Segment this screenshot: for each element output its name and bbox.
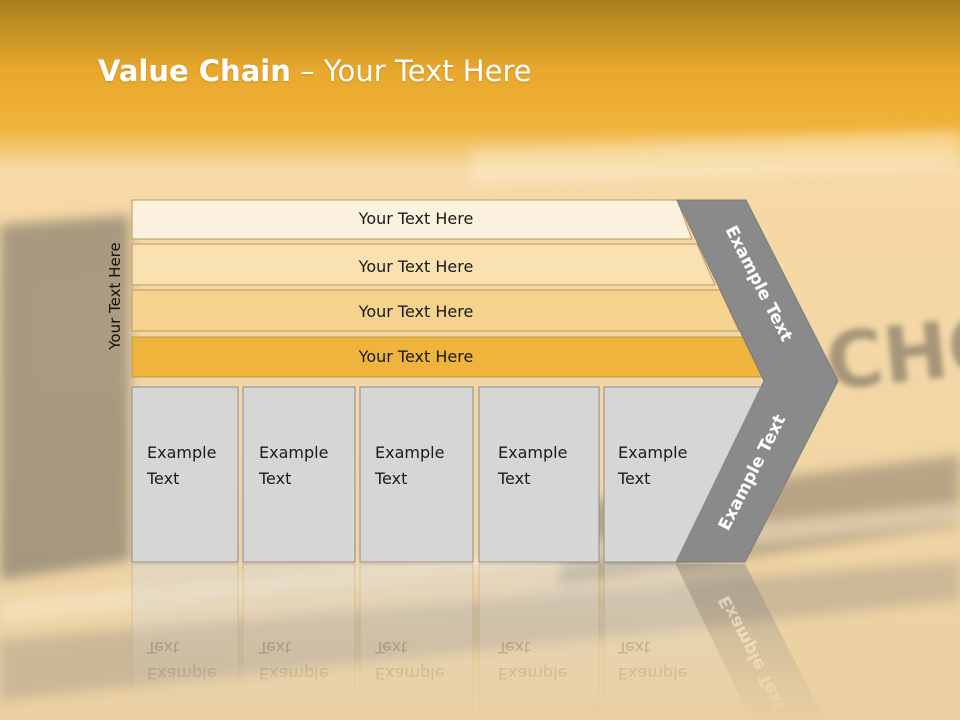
title-rest: – Your Text Here xyxy=(290,54,532,88)
box-4[interactable]: Example Text xyxy=(478,386,600,563)
box-4-line2: Text xyxy=(497,469,530,488)
box-3-shape xyxy=(359,386,474,563)
bar-1-label: Your Text Here xyxy=(358,209,474,228)
box-3-line2: Text xyxy=(374,469,407,488)
reflection-box-4-line1: Example xyxy=(498,664,567,683)
bar-3-shape xyxy=(131,289,740,332)
box-4-shape xyxy=(478,386,600,563)
bar-4[interactable]: Your Text Here xyxy=(131,336,765,378)
bar-4-label: Your Text Here xyxy=(358,347,474,366)
bar-2-label: Your Text Here xyxy=(358,257,474,276)
bar-3[interactable]: Your Text Here xyxy=(131,289,740,332)
box-4-line1: Example xyxy=(498,443,567,462)
chevron-shape xyxy=(675,199,839,563)
box-1-line1: Example xyxy=(147,443,216,462)
bar-2-shape xyxy=(131,243,716,286)
box-5-line1: Example xyxy=(618,443,687,462)
box-2-line2: Text xyxy=(258,469,291,488)
box-1[interactable]: Example Text xyxy=(131,386,239,563)
box-5-shape xyxy=(603,386,762,563)
box-1-line2: Text xyxy=(146,469,179,488)
reflection-box-4-line2: Text xyxy=(497,638,530,657)
box-3[interactable]: Example Text xyxy=(359,386,474,563)
page-title: Value Chain – Your Text Here xyxy=(98,54,532,88)
box-2-shape xyxy=(242,386,356,563)
box-3-line1: Example xyxy=(375,443,444,462)
bar-3-label: Your Text Here xyxy=(358,302,474,321)
reflection-box-2-line1: Example xyxy=(259,664,328,683)
reflection-box-3-line1: Example xyxy=(375,664,444,683)
reflection: Example Text Example Text Example Text E… xyxy=(131,563,826,720)
box-5-line2: Text xyxy=(617,469,650,488)
title-bold: Value Chain xyxy=(98,54,291,88)
reflection-box-5-line1: Example xyxy=(618,664,687,683)
reflection-box-2-line2: Text xyxy=(258,638,291,657)
box-1-shape xyxy=(131,386,239,563)
reflection-box-1-line2: Text xyxy=(146,638,179,657)
box-2[interactable]: Example Text xyxy=(242,386,356,563)
bar-1[interactable]: Your Text Here xyxy=(131,199,693,240)
bar-2[interactable]: Your Text Here xyxy=(131,243,716,286)
box-2-line1: Example xyxy=(259,443,328,462)
bar-1-shape xyxy=(131,199,693,240)
reflection-box-1-line1: Example xyxy=(147,664,216,683)
box-5[interactable]: Example Text xyxy=(603,386,762,563)
reflection-box-3-line2: Text xyxy=(374,638,407,657)
reflection-box-5-line2: Text xyxy=(617,638,650,657)
